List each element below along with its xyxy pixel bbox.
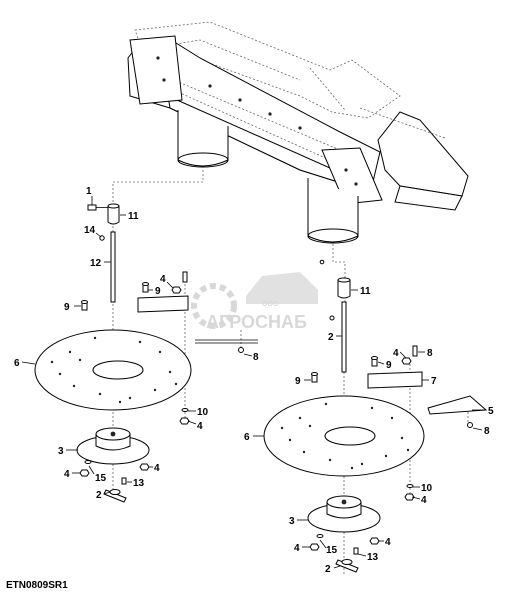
callout-15: 15 [326,545,338,556]
mower-frame-assembly [127,21,469,244]
center-bracket [137,271,258,425]
callout-9: 9 [64,302,70,313]
callout-4: 4 [160,274,166,285]
callout-14: 14 [84,225,96,236]
callout-6: 6 [14,358,20,369]
callout-9: 9 [386,360,392,371]
callout-10: 10 [197,407,209,418]
callout-15: 15 [95,473,107,484]
callout-2: 2 [325,564,331,575]
bushing-part-11 [107,205,120,225]
callout-2: 2 [328,332,334,343]
drawing-code-label: ETN0809SR1 [6,580,68,591]
callout-3: 3 [58,446,64,457]
callout-7: 7 [431,376,437,387]
disc-holes [50,336,178,404]
shaft-part-12 [110,231,116,303]
callout-8: 8 [484,426,490,437]
shield-part-5 [427,395,488,415]
callout-leaders [21,196,486,569]
callout-8: 8 [427,348,433,359]
left-spindle-stack [34,203,192,503]
blade-part-2 [335,559,359,573]
callout-2: 2 [96,490,102,501]
gear-logo-icon [191,283,237,329]
agrosnab-watermark: ООО АГРОСНАБ [191,272,318,332]
callout-8: 8 [253,352,259,363]
svg-text:АГРОСНАБ: АГРОСНАБ [206,312,307,332]
callout-13: 13 [133,478,145,489]
bracket-part-7 [367,371,423,389]
callout-9: 9 [155,286,161,297]
right-spindle-stack [263,259,488,573]
callout-4: 4 [294,543,300,554]
tractor-logo-icon [246,272,318,304]
callout-3: 3 [289,516,295,527]
blade-part-2 [103,489,127,503]
callout-4: 4 [393,348,399,359]
bolt-part-1 [87,204,97,211]
callout-numbers: 1 11 14 12 4 9 9 6 8 10 4 3 4 15 13 4 2 … [14,186,494,575]
callout-13: 13 [367,552,379,563]
callout-4: 4 [64,469,70,480]
callout-4: 4 [197,421,203,432]
disc-holes [280,402,410,470]
callout-9: 9 [295,376,301,387]
callout-6: 6 [244,432,250,443]
callout-11: 11 [128,211,139,222]
svg-text:ООО: ООО [262,301,279,308]
callout-12: 12 [90,258,102,269]
callout-11: 11 [360,286,371,297]
bracket-plate [137,295,189,313]
callout-4: 4 [421,495,427,506]
callout-4: 4 [385,537,391,548]
callout-10: 10 [421,483,433,494]
callout-4: 4 [154,463,160,474]
shaft-part-2 [341,301,347,373]
callout-1: 1 [86,186,92,197]
callout-5: 5 [488,406,494,417]
bushing-part-11 [337,279,351,299]
